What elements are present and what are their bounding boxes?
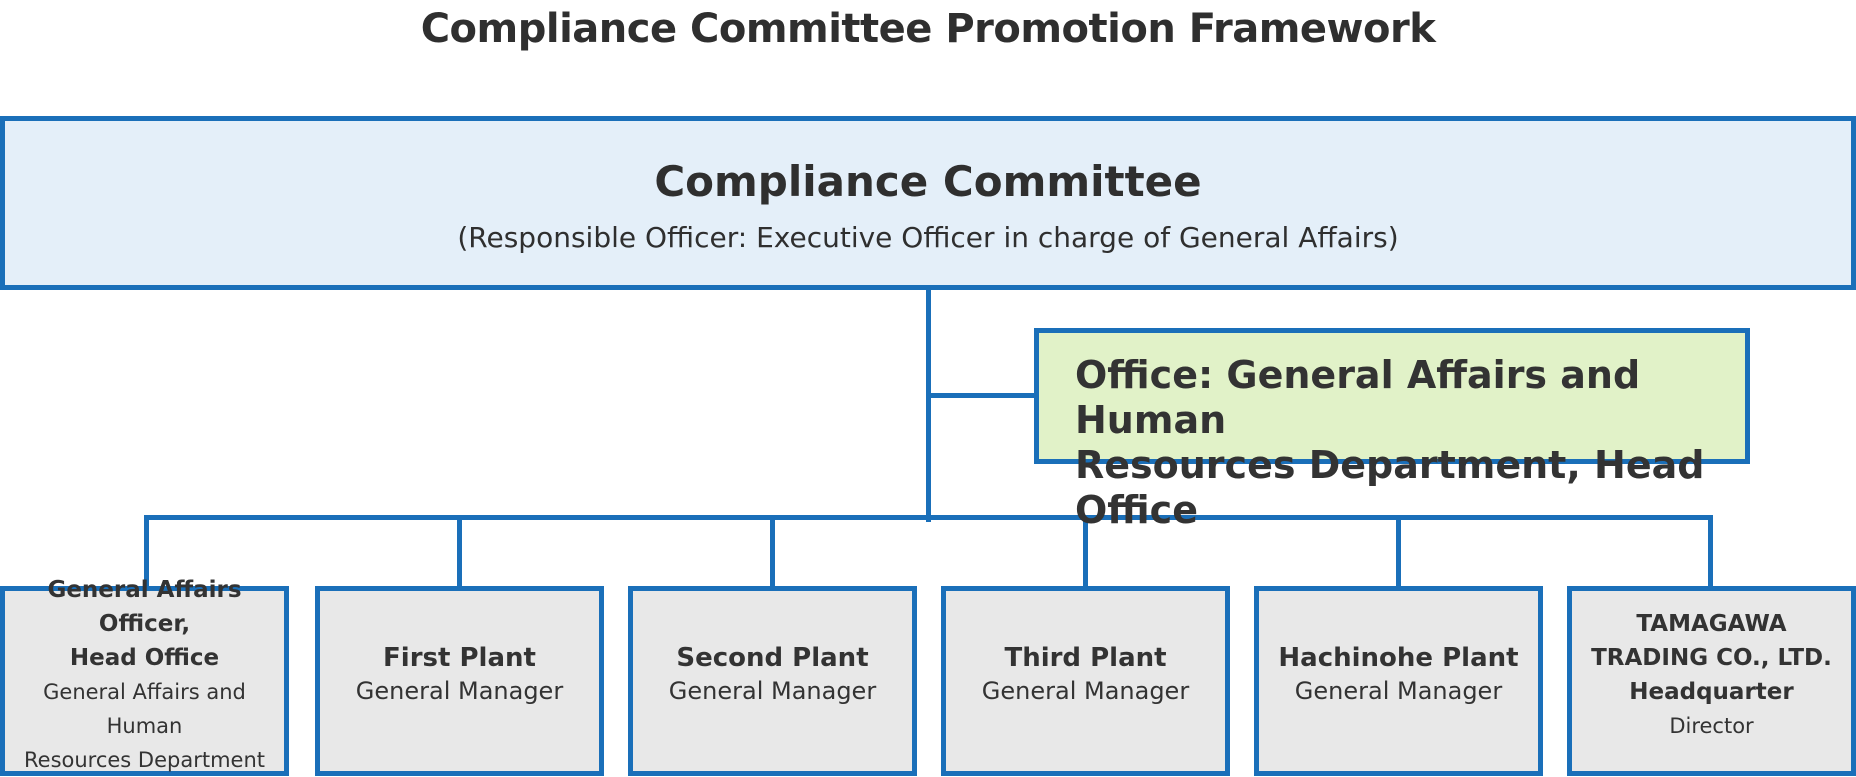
branch-connector [144, 515, 1713, 520]
committee-responsible-officer: (Responsible Officer: Executive Officer … [457, 221, 1399, 254]
drop-connector-4 [1083, 515, 1088, 589]
committee-name: Compliance Committee [654, 157, 1202, 206]
dept-title: Hachinohe Plant [1278, 643, 1519, 673]
dept-role: General Manager [668, 677, 877, 705]
dept-title-line-3: Headquarter [1629, 679, 1794, 705]
dept-role: General Manager [981, 677, 1190, 705]
dept-title: Second Plant [676, 643, 869, 673]
dept-box-first-plant: First Plant General Manager [315, 586, 604, 776]
office-connector [926, 393, 1036, 398]
dept-title-line-1: General Affairs Officer, [47, 577, 242, 637]
dept-role: General Manager [1294, 677, 1503, 705]
dept-role-line-2: Resources Department [24, 748, 265, 772]
dept-title-line-2: TRADING CO., LTD. [1591, 645, 1832, 671]
dept-title: First Plant [383, 643, 536, 673]
drop-connector-1 [144, 515, 149, 589]
dept-box-tamagawa-trading: TAMAGAWA TRADING CO., LTD. Headquarter D… [1567, 586, 1856, 776]
dept-title-line-2: Head Office [69, 645, 220, 671]
drop-connector-6 [1708, 515, 1713, 589]
compliance-committee-box: Compliance Committee (Responsible Office… [0, 116, 1856, 290]
office-line-1: Office: General Affairs and Human [1075, 353, 1641, 442]
dept-role: General Manager [355, 677, 564, 705]
dept-box-hachinohe-plant: Hachinohe Plant General Manager [1254, 586, 1543, 776]
office-box: Office: General Affairs and Human Resour… [1034, 328, 1750, 532]
dept-role-line-1: Director [1669, 714, 1754, 738]
drop-connector-3 [770, 515, 775, 589]
dept-title: Third Plant [1004, 643, 1167, 673]
drop-connector-2 [457, 515, 462, 589]
dept-box-second-plant: Second Plant General Manager [628, 586, 917, 776]
trunk-connector [926, 286, 931, 522]
dept-box-general-affairs: General Affairs Officer, Head Office Gen… [0, 577, 289, 776]
dept-role-line-1: General Affairs and Human [43, 680, 246, 738]
drop-connector-5 [1396, 515, 1401, 589]
office-line-2: Resources Department, Head Office [1075, 443, 1705, 532]
dept-title-line-1: TAMAGAWA [1636, 611, 1787, 637]
diagram-title: Compliance Committee Promotion Framework [420, 6, 1436, 52]
dept-box-third-plant: Third Plant General Manager [941, 586, 1230, 776]
